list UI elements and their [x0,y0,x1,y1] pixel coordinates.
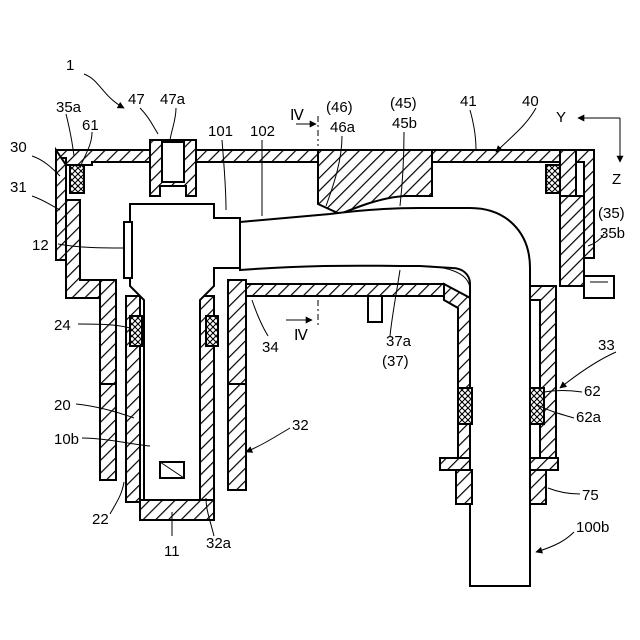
label-35a: 35a [56,99,82,116]
label-46-paren: (46) [326,99,353,116]
label-62: 62 [584,383,601,400]
label-61: 61 [82,117,99,134]
label-axis-y: Y [556,109,566,126]
label-32: 32 [292,417,309,434]
label-24: 24 [54,317,71,334]
label-32a: 32a [206,535,232,552]
label-10b: 10b [54,431,79,448]
label-34: 34 [262,339,279,356]
label-30: 30 [10,139,27,156]
label-12: 12 [32,237,49,254]
pipe [240,208,530,586]
sensor-body [124,204,240,500]
label-1: 1 [66,57,74,74]
label-37a: 37a [386,333,412,350]
label-20: 20 [54,397,71,414]
label-11: 11 [164,543,180,560]
label-47: 47 [128,91,145,108]
label-35-paren: (35) [598,205,625,222]
label-47a: 47a [160,91,186,108]
label-axis-z: Z [612,171,621,188]
label-46a: 46a [330,119,356,136]
label-45b: 45b [392,115,417,132]
label-101: 101 [208,123,233,140]
label-41: 41 [460,93,477,110]
label-22: 22 [92,511,109,528]
label-100b: 100b [576,519,609,536]
label-40: 40 [522,93,539,110]
label-35b: 35b [600,225,625,242]
label-33: 33 [598,337,615,354]
label-section-iv-top: Ⅳ [290,108,304,124]
label-37-paren: (37) [382,353,409,370]
label-45-paren: (45) [390,95,417,112]
label-31: 31 [10,179,27,196]
seal-61 [70,165,560,193]
label-62a: 62a [576,409,602,426]
label-75: 75 [582,487,599,504]
label-102: 102 [250,123,275,140]
label-section-iv-bottom: Ⅳ [294,328,308,344]
